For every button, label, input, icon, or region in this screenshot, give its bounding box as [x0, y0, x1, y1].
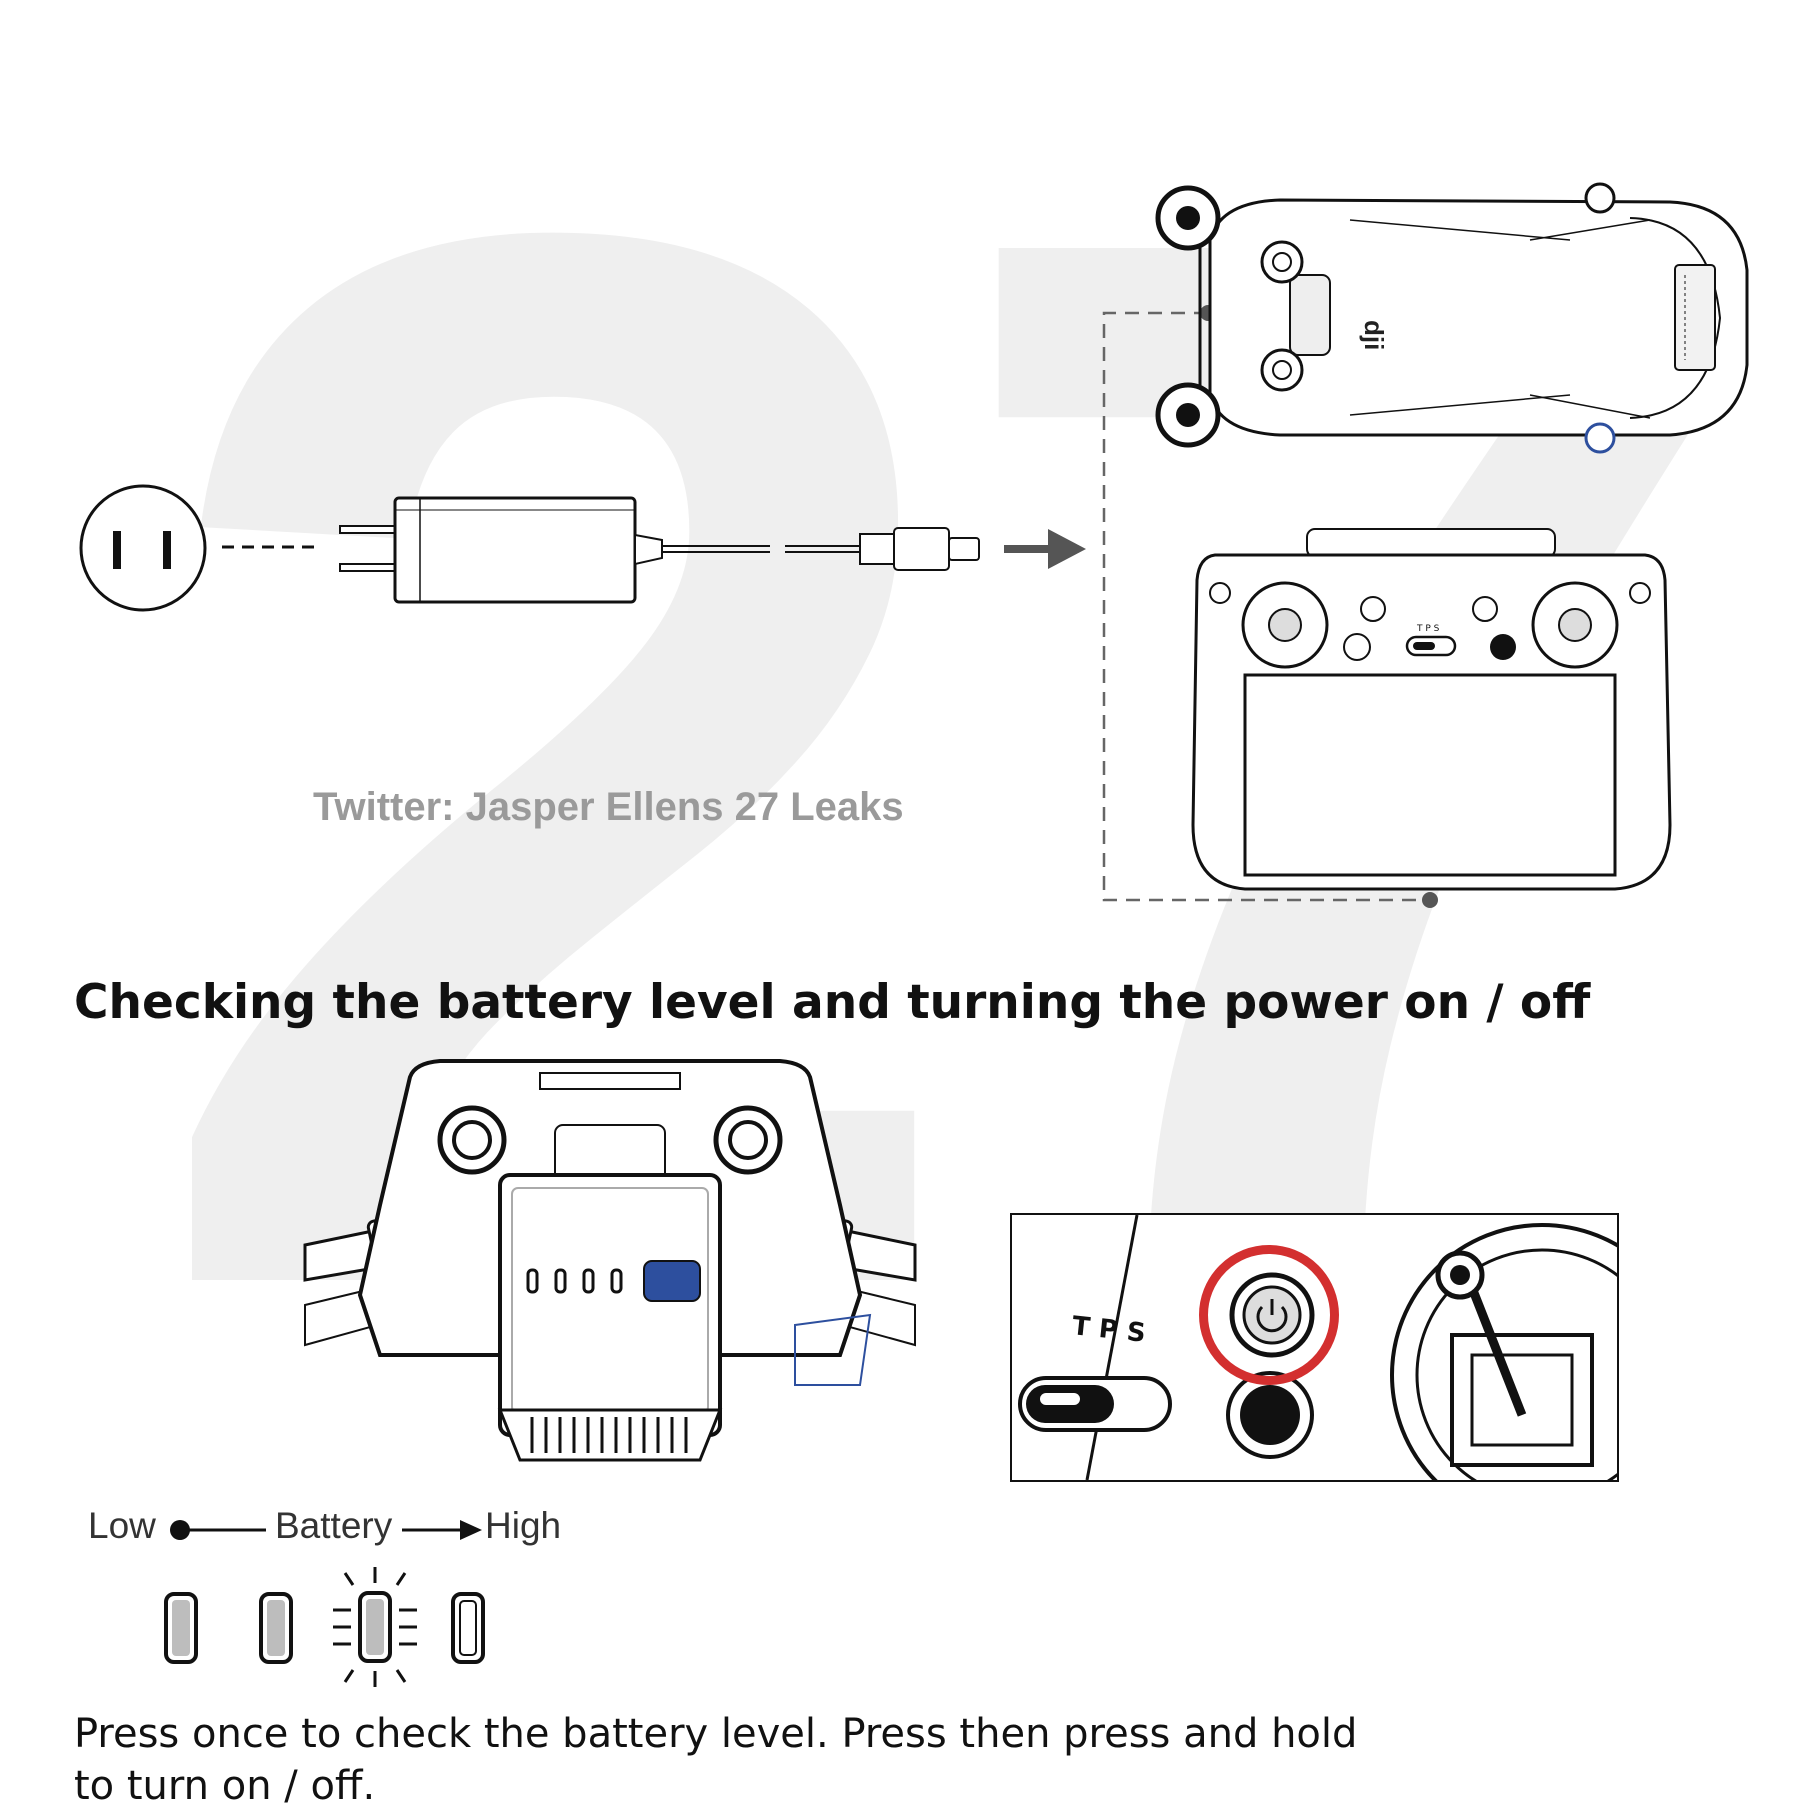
battery-indicator-4-icon: [451, 1592, 485, 1664]
remote-mode-switch-label: T P S: [1416, 624, 1440, 634]
remote-closeup-panel: T P S: [1010, 1213, 1619, 1482]
legend-low-label: Low: [88, 1505, 156, 1546]
legend-low-dot-line: [170, 1520, 266, 1540]
battery-indicator-1-icon: [164, 1592, 198, 1664]
arrow-right-icon: [1004, 529, 1086, 569]
legend-battery-label: Battery: [275, 1505, 393, 1546]
section-title: Checking the battery level and turning t…: [74, 975, 1591, 1030]
battery-indicator-2-icon: [259, 1592, 293, 1664]
wall-outlet-icon: [79, 484, 207, 612]
charger-icon: [339, 496, 980, 604]
outlet-to-charger-dashes: [222, 545, 318, 549]
power-button-highlight: [1199, 1245, 1339, 1385]
drone-folded-icon: dji: [1155, 182, 1749, 454]
legend-arrow-icon: [402, 1520, 482, 1540]
svg-text:dji: dji: [1359, 320, 1389, 350]
legend-high-label: High: [485, 1505, 562, 1546]
watermark-credit: Twitter: Jasper Ellens 27 Leaks: [313, 785, 904, 829]
remote-controller-icon: T P S: [1191, 528, 1672, 891]
battery-indicator-3-blinking-icon: [333, 1567, 417, 1687]
instruction-text: Press once to check the battery level. P…: [74, 1711, 1358, 1809]
drone-battery-rear-icon: [303, 1059, 917, 1462]
